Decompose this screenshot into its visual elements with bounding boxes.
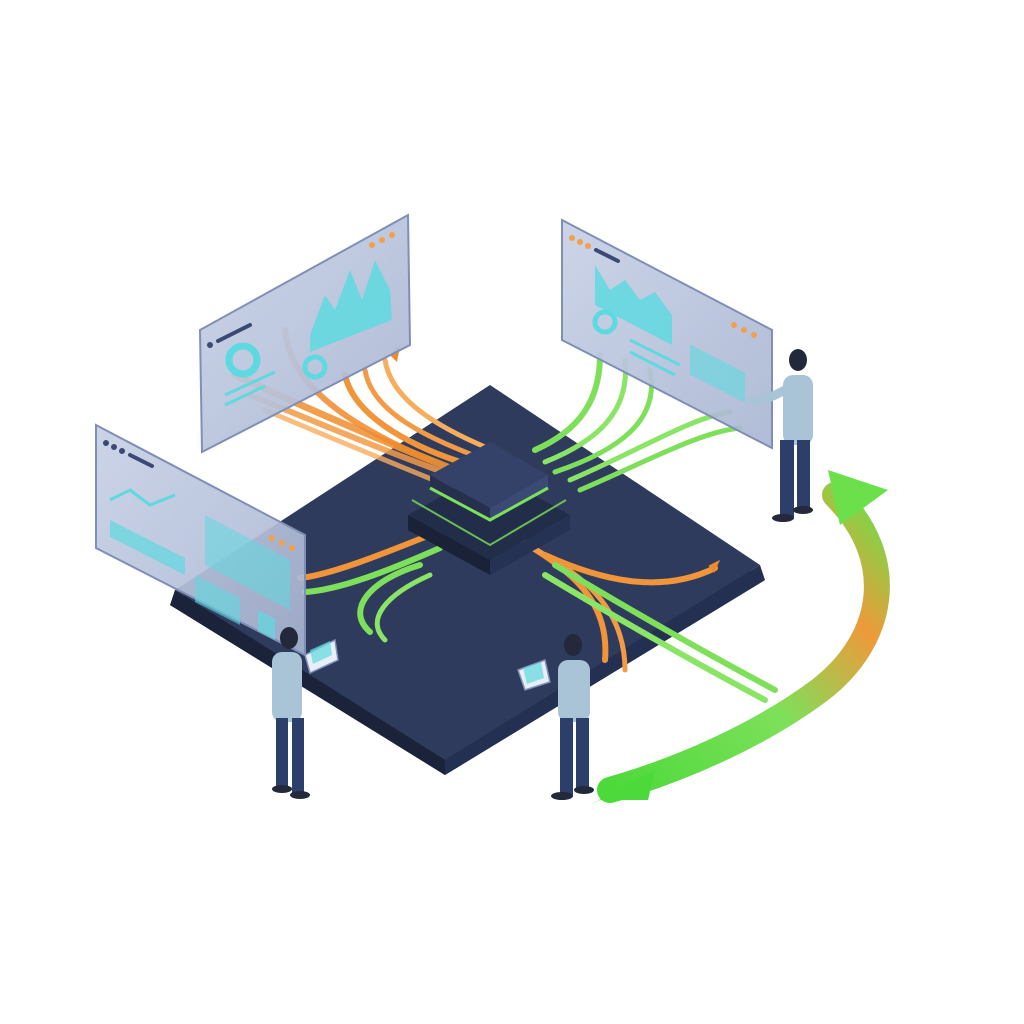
data-flow-lower <box>297 532 778 703</box>
person-icon-right <box>747 349 813 522</box>
laptop-icon <box>517 658 551 691</box>
person-icon-center <box>517 634 594 800</box>
dashboard-screen-upper-left <box>198 213 412 454</box>
laptop-icon <box>304 638 339 675</box>
dashboard-screen-upper-right <box>561 218 773 450</box>
person-icon-left <box>272 627 339 799</box>
bidirectional-arrow-icon <box>590 470 890 805</box>
processor-chip-icon <box>408 442 570 575</box>
dashboard-screen-left <box>95 423 306 657</box>
